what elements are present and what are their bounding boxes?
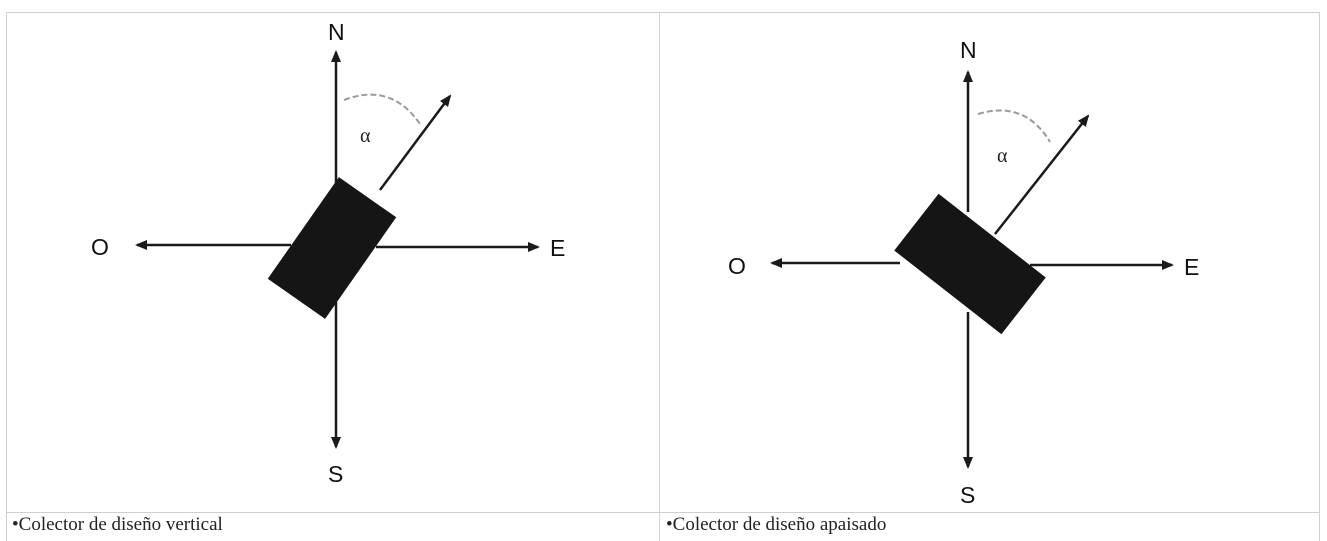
angle-label: α [997, 145, 1008, 167]
figure-frame [6, 12, 1320, 541]
panel-vertical-collector: α N S E O [6, 12, 659, 512]
collector-panel [267, 177, 397, 319]
compass-diagram-landscape: α N S E O [728, 37, 1199, 508]
orientation-arrow [378, 94, 452, 191]
orientation-arrow [994, 114, 1090, 235]
panel-landscape-collector: α N S E O [660, 12, 1320, 512]
west-label: O [91, 234, 109, 260]
east-label: E [1184, 254, 1199, 280]
angle-arc [977, 109, 1051, 143]
west-label: O [728, 253, 746, 279]
east-label: E [550, 235, 565, 261]
panel-divider [659, 12, 660, 541]
angle-arc [343, 93, 421, 125]
caption-vertical: •Colector de diseño vertical [12, 514, 223, 535]
south-label: S [960, 482, 975, 508]
south-label: S [328, 461, 343, 487]
north-label: N [328, 19, 345, 45]
north-label: N [960, 37, 977, 63]
caption-separator [6, 512, 1320, 513]
caption-landscape: •Colector de diseño apaisado [666, 514, 887, 535]
collector-panel [894, 193, 1046, 335]
angle-label: α [360, 125, 371, 147]
compass-diagram-vertical: α N S E O [91, 19, 565, 487]
